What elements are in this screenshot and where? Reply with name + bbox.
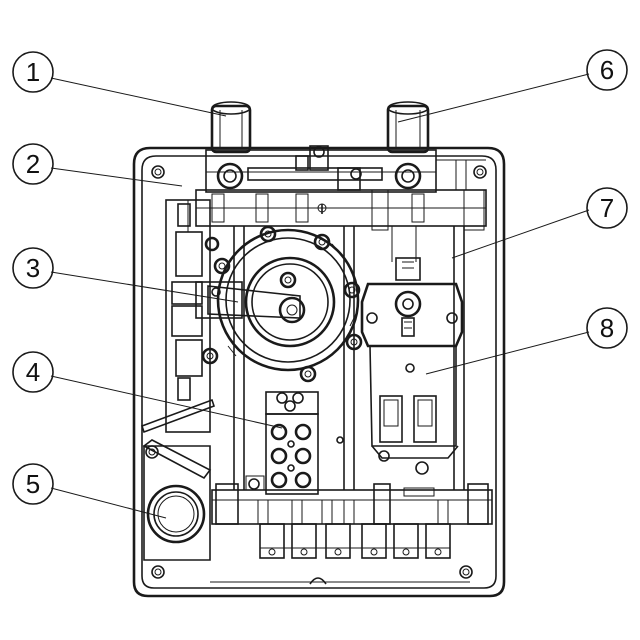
callout-3-label: 3 (26, 253, 40, 283)
callout-5-label: 5 (26, 469, 40, 499)
callout-3: 3 (12, 247, 54, 289)
callout-2-label: 2 (26, 149, 40, 179)
callout-2: 2 (12, 143, 54, 185)
callout-1-label: 1 (26, 57, 40, 87)
housing (132, 146, 506, 598)
callout-5: 5 (12, 463, 54, 505)
callout-4-label: 4 (26, 357, 40, 387)
thermal-cutout (360, 257, 464, 475)
callout-7-label: 7 (600, 193, 614, 223)
callout-8: 8 (586, 307, 628, 349)
terminal-block (265, 391, 344, 495)
cable-gland (142, 439, 212, 561)
callout-7: 7 (586, 187, 628, 229)
callout-6: 6 (586, 49, 628, 91)
lower-manifold (211, 475, 493, 559)
upper-manifold (195, 145, 487, 231)
callout-6-label: 6 (600, 55, 614, 85)
callout-8-label: 8 (600, 313, 614, 343)
pressure-switch (195, 225, 363, 383)
inlet-pipe (210, 101, 252, 154)
callout-1: 1 (12, 51, 54, 93)
callout-4: 4 (12, 351, 54, 393)
left-channel (140, 199, 216, 434)
outlet-pipe (386, 101, 430, 154)
leader-lines (50, 73, 590, 519)
